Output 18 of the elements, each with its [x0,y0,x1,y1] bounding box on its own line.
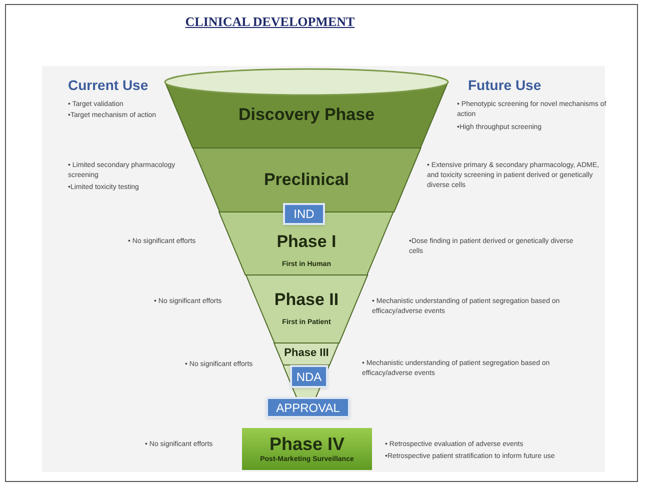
column-heading: Current Use [68,76,150,95]
stage-title: Phase II [274,289,339,310]
title: CLINICAL DEVELOPMENT [184,13,356,31]
phase-box [242,428,372,470]
stage-title: Discovery Phase [238,104,375,126]
stage-title: Phase III [284,347,329,361]
box-title: Phase IV [269,433,345,456]
box-title: NDA [296,370,322,382]
milestone-box [266,397,350,418]
box-title: IND [294,208,314,220]
stage-title: Preclinical [264,169,350,191]
box-title: APPROVAL [276,402,340,414]
funnel-stage [165,68,448,148]
column-heading: Future Use [468,76,542,95]
milestone-box [283,203,325,225]
milestone-box [290,365,328,388]
funnel-stage [246,275,368,343]
stage-title: Phase I [276,230,336,252]
